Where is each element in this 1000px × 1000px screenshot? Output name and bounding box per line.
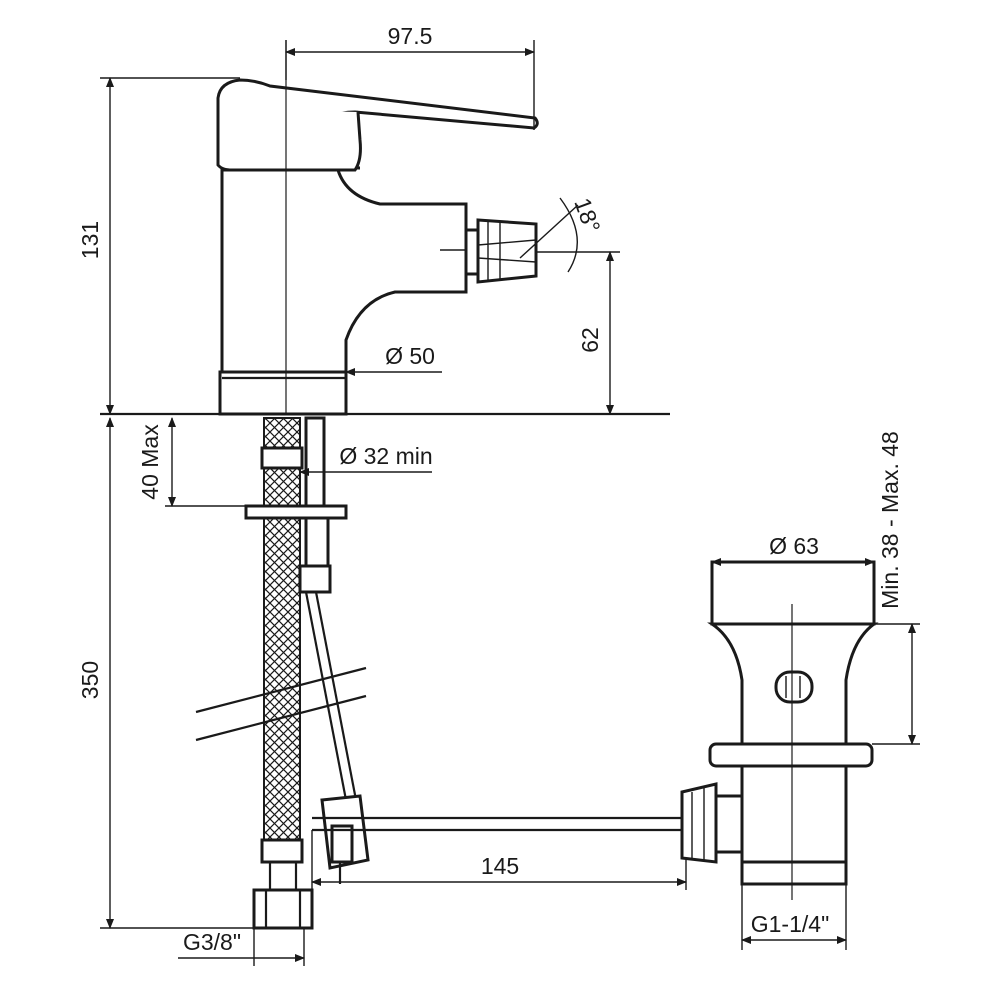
braided-hose — [260, 417, 304, 864]
dim-spout-reach-label: 97.5 — [388, 23, 433, 49]
dim-rod-length: 145 — [311, 830, 687, 890]
dim-hole-diameter-label: Ø 32 min — [339, 443, 432, 469]
dim-spray-angle-label: 18° — [569, 194, 605, 236]
dim-hose-length: 350 — [77, 417, 254, 929]
dim-nozzle-height-label: 62 — [577, 327, 603, 353]
dim-drain-range-label: Min. 38 - Max. 48 — [877, 431, 903, 609]
linkage-rod — [312, 816, 686, 832]
dim-spout-reach: 97.5 — [285, 23, 535, 130]
dim-hose-thread: G3/8" — [178, 928, 305, 966]
dim-total-height: 131 — [77, 77, 240, 415]
dim-hose-length-label: 350 — [77, 661, 103, 699]
pop-up-pull-rod — [304, 591, 370, 884]
dim-base-diameter-label: Ø 50 — [385, 343, 435, 369]
dim-hole-diameter: Ø 32 min — [299, 443, 433, 476]
dim-deck-thickness: 40 Max — [137, 417, 246, 507]
dim-base-diameter: Ø 50 — [345, 343, 442, 376]
pop-up-waste — [680, 560, 879, 900]
dim-drain-head-diameter: Ø 63 — [711, 533, 875, 566]
dim-rod-length-label: 145 — [481, 853, 519, 879]
dim-nozzle-height: 62 — [577, 251, 614, 415]
dim-hose-thread-label: G3/8" — [183, 929, 241, 955]
mounting-washer — [244, 504, 348, 520]
dim-deck-thickness-label: 40 Max — [137, 424, 163, 500]
mixer-body — [216, 78, 539, 416]
dim-waste-thread-label: G1-1/4" — [751, 911, 829, 937]
dim-drain-range: Min. 38 - Max. 48 — [872, 431, 920, 745]
dim-total-height-label: 131 — [77, 221, 103, 259]
hose-connector — [252, 862, 314, 930]
dim-waste-thread: G1-1/4" — [741, 884, 847, 950]
dim-drain-head-diameter-label: Ø 63 — [769, 533, 819, 559]
